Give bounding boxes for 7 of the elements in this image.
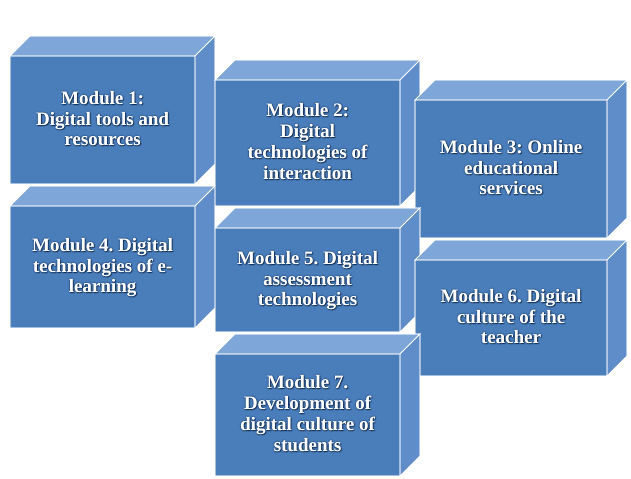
module-title: Module 5. Digital assessment technologies bbox=[237, 248, 378, 312]
module-title: Module 3: Online educational services bbox=[438, 138, 584, 200]
module-title: Module 7. Development of digital culture of students bbox=[239, 373, 376, 457]
module-title: Module 6. Digital culture of the teacher bbox=[440, 286, 582, 350]
module-title: Module 2: Digital technologies of interaction bbox=[246, 101, 368, 185]
module-title: Module 4. Digital technologies of e-learning bbox=[32, 236, 173, 298]
module-title: Module 1: Digital tools and resources bbox=[34, 88, 170, 152]
